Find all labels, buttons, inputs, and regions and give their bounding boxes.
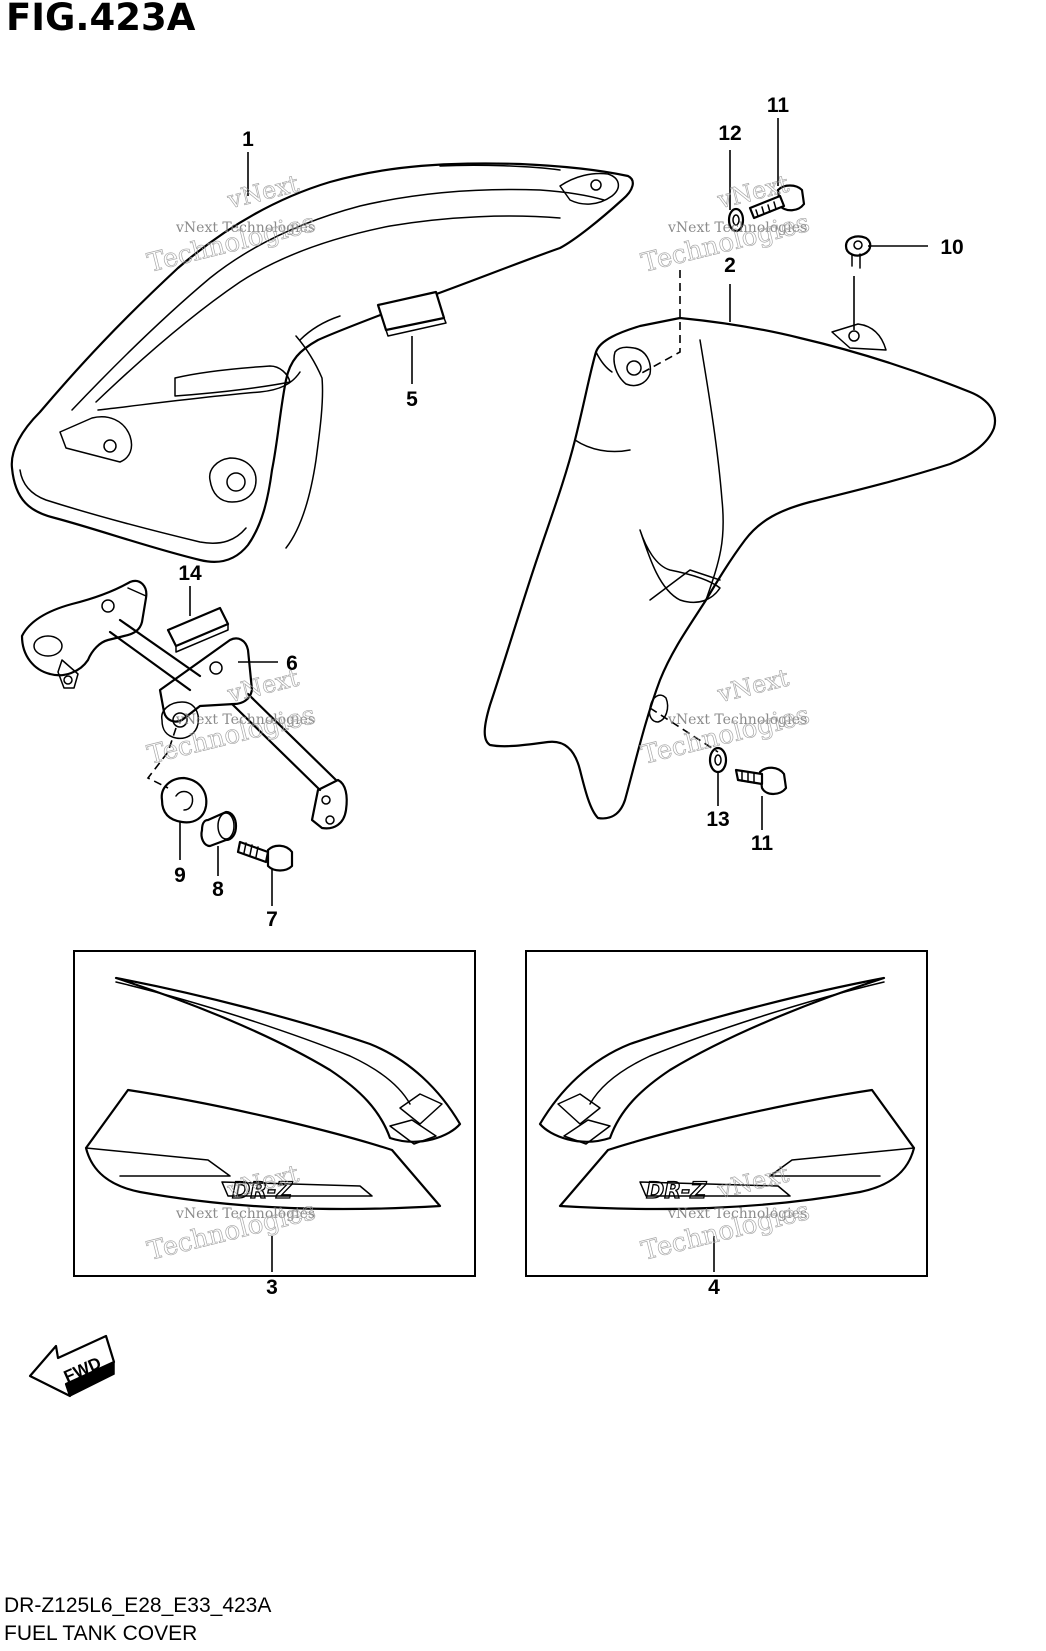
part-11-bolt-lower[interactable] <box>734 766 788 796</box>
figure-caption: FUEL TANK COVER <box>4 1622 198 1645</box>
callout-4: 4 <box>708 1276 720 1299</box>
part-2-right-tank-cover[interactable] <box>483 316 997 820</box>
svg-text:Technologies: Technologies <box>144 208 318 279</box>
watermark-6: vNext vNext Technologies Technologies <box>638 1159 813 1267</box>
svg-text:vNext Technologies: vNext Technologies <box>175 712 315 728</box>
part-6-bracket[interactable] <box>20 579 348 830</box>
callout-12: 12 <box>718 122 741 145</box>
decal-3-logo-text: DR-Z <box>232 1179 293 1204</box>
part-13-washer[interactable] <box>708 746 728 774</box>
svg-text:Technologies: Technologies <box>144 700 318 771</box>
fwd-arrow-icon: FWD <box>28 1334 116 1398</box>
decal-box-right <box>525 950 928 1277</box>
svg-text:vNext Technologies: vNext Technologies <box>175 220 315 236</box>
callout-9: 9 <box>174 864 186 887</box>
callout-13: 13 <box>706 808 729 831</box>
svg-text:vNext: vNext <box>224 170 302 215</box>
part-9-grommet[interactable] <box>160 776 208 824</box>
part-7-bolt[interactable] <box>236 840 294 872</box>
svg-text:vNext: vNext <box>714 664 792 709</box>
callout-8: 8 <box>212 878 224 901</box>
callout-10: 10 <box>940 236 963 259</box>
callout-2: 2 <box>724 254 736 277</box>
callout-1: 1 <box>242 128 254 151</box>
svg-text:vNext Technologies: vNext Technologies <box>667 220 807 236</box>
callout-6: 6 <box>286 652 298 675</box>
decal-4-logo-text: DR-Z <box>646 1179 707 1204</box>
model-code: DR-Z125L6_E28_E33_423A <box>4 1594 272 1617</box>
svg-text:vNext Technologies: vNext Technologies <box>175 1206 315 1222</box>
callout-11-lower: 11 <box>751 832 774 855</box>
callout-5: 5 <box>406 388 418 411</box>
svg-text:vNext: vNext <box>224 664 302 709</box>
leader-lines <box>179 118 928 1272</box>
assembly-lines <box>146 270 855 789</box>
part-10-clip-nut[interactable] <box>844 235 872 269</box>
callout-14: 14 <box>178 562 202 585</box>
callout-11-upper: 11 <box>767 94 790 117</box>
svg-text:vNext Technologies: vNext Technologies <box>667 1206 807 1222</box>
part-11-bolt-upper[interactable] <box>748 184 806 220</box>
callout-labels: 1 2 3 4 5 6 7 8 9 10 11 11 12 13 14 <box>174 94 964 1299</box>
part-3-decal-left[interactable]: DR-Z <box>84 976 462 1211</box>
svg-text:vNext Technologies: vNext Technologies <box>667 712 807 728</box>
figure-title: FIG.423A <box>6 0 196 39</box>
watermark-3: vNext vNext Technologies Technologies <box>144 663 319 771</box>
callout-7: 7 <box>266 908 278 931</box>
part-4-decal-right[interactable]: DR-Z <box>538 976 916 1211</box>
decal-box-left <box>73 950 476 1277</box>
callout-3: 3 <box>266 1276 278 1299</box>
part-8-collar[interactable] <box>200 810 238 848</box>
svg-text:vNext: vNext <box>714 1160 792 1205</box>
part-5-pad[interactable] <box>376 290 447 337</box>
part-14-pad[interactable] <box>166 606 230 653</box>
part-1-left-tank-cover[interactable] <box>10 162 634 563</box>
part-12-washer[interactable] <box>727 207 745 233</box>
